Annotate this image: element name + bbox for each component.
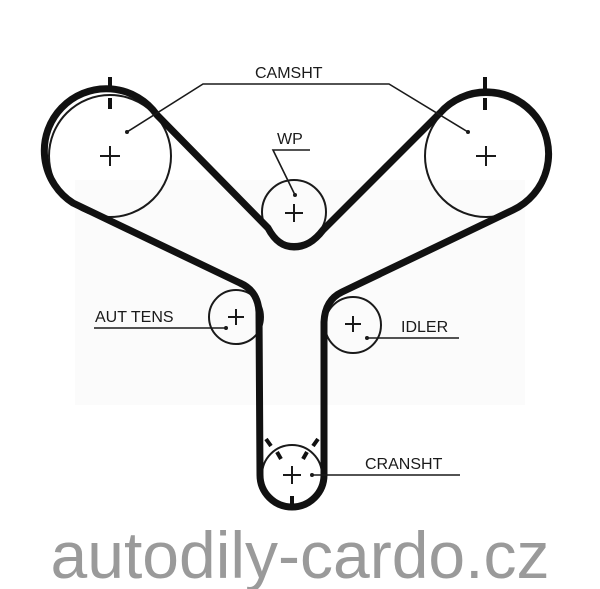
label-water-pump: WP [277, 131, 303, 148]
label-crankshaft: CRANSHT [365, 456, 443, 473]
leader-lines [94, 83, 469, 476]
watermark: autodily-cardo.cz [51, 518, 550, 589]
label-idler: IDLER [401, 319, 448, 336]
timing-marks [108, 77, 487, 506]
background-panel [75, 180, 525, 405]
label-auto-tensioner: AUT TENS [95, 309, 174, 326]
center-marks [100, 146, 496, 484]
label-camshaft: CAMSHT [255, 65, 323, 82]
leader-dots [125, 130, 470, 477]
auto-tensioner-pulley [208, 289, 264, 345]
